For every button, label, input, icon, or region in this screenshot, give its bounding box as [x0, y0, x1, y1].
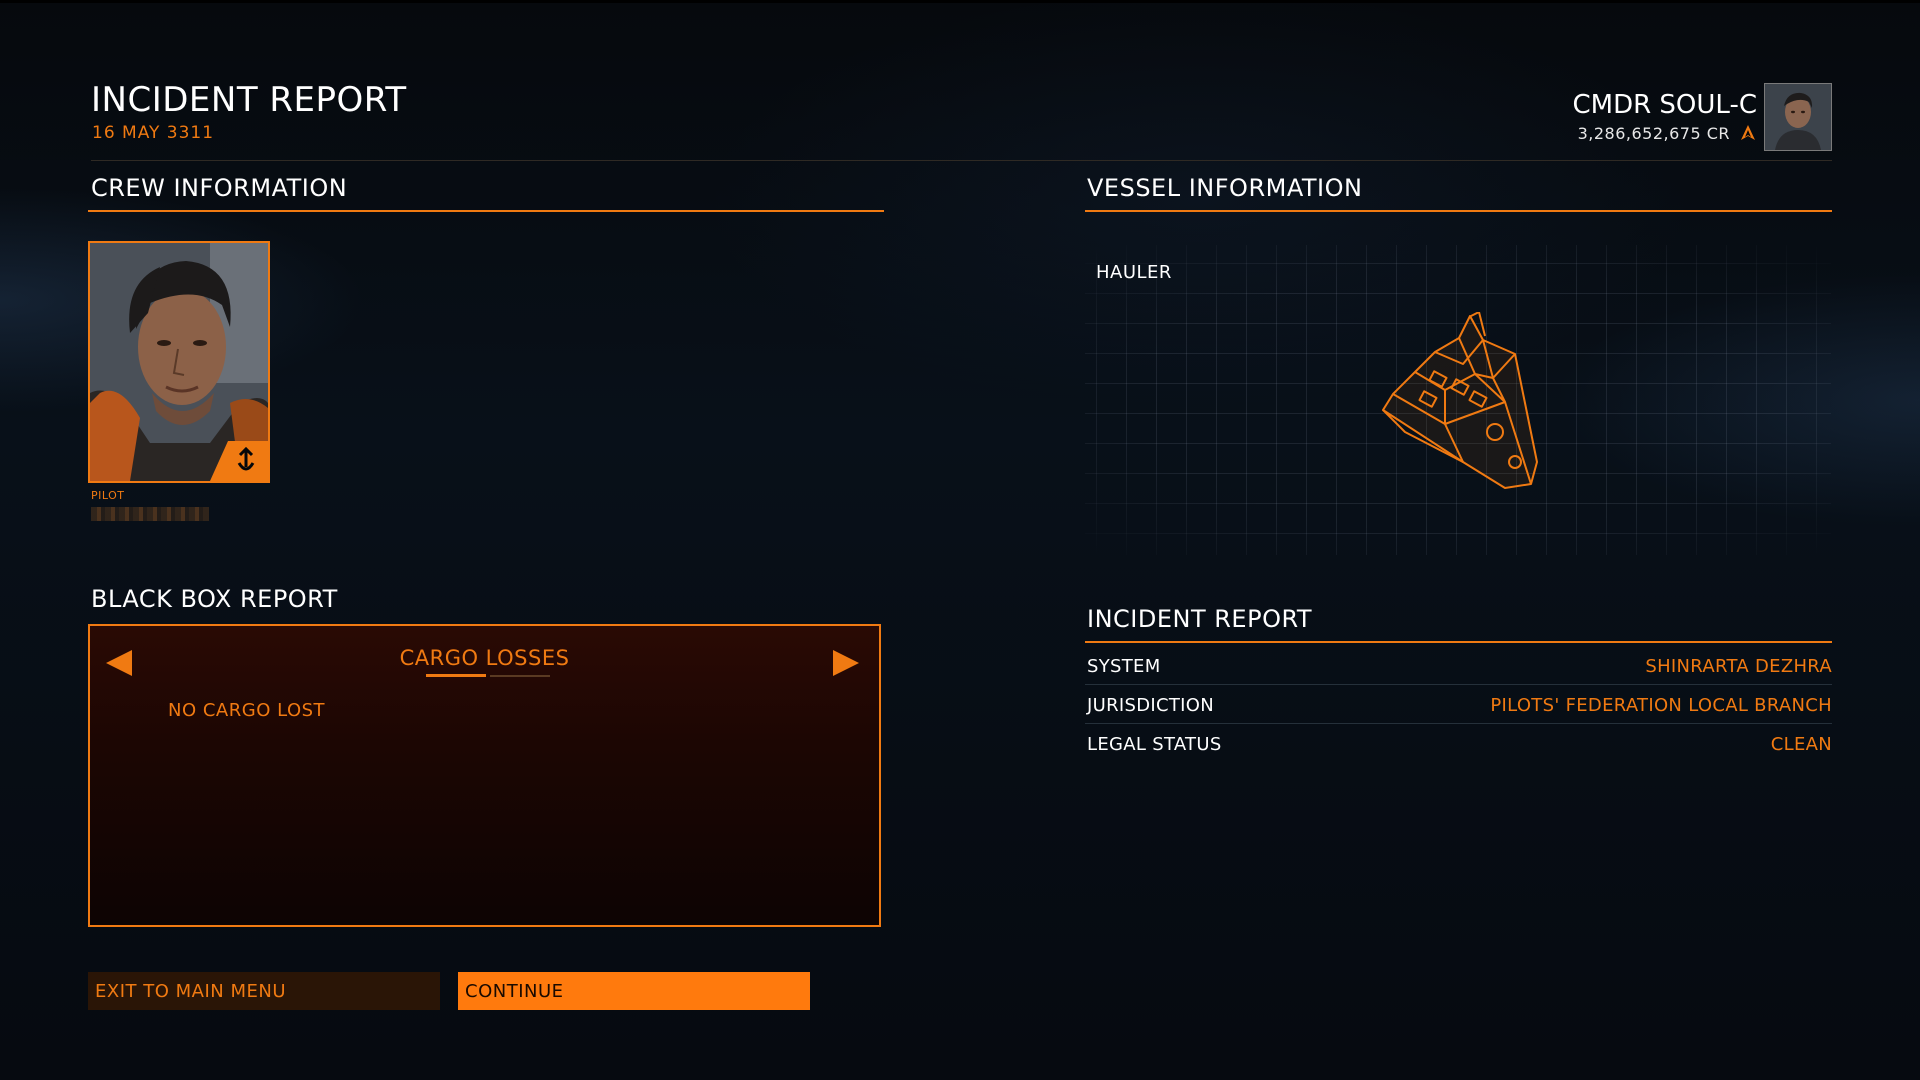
vessel-section-rule	[1085, 210, 1832, 212]
crew-section-title: CREW INFORMATION	[91, 174, 348, 202]
vessel-ship-name: HAULER	[1096, 262, 1172, 283]
incident-row-label: SYSTEM	[1087, 656, 1161, 677]
incident-row-system: SYSTEM SHINRARTA DEZHRA	[1085, 646, 1832, 685]
blackbox-section-title: BLACK BOX REPORT	[91, 585, 338, 613]
commander-credits: 3,286,652,675 CR	[1577, 124, 1730, 143]
blackbox-tab-title: CARGO LOSSES	[399, 646, 570, 670]
commander-name: CMDR SOUL-C	[1572, 90, 1757, 120]
continue-button[interactable]: CONTINUE	[458, 972, 810, 1010]
incident-row-value: CLEAN	[1770, 734, 1832, 755]
page-indicator-active[interactable]	[426, 674, 486, 677]
vessel-hologram-grid	[1085, 245, 1831, 555]
top-border	[0, 0, 1920, 3]
combat-rank-icon	[1741, 125, 1755, 140]
page-indicator-inactive[interactable]	[490, 675, 550, 677]
pilot-name-redacted	[91, 507, 209, 521]
incident-row-label: JURISDICTION	[1087, 695, 1214, 716]
header-divider	[91, 160, 1832, 161]
arrow-right-icon[interactable]	[833, 650, 859, 676]
pilot-portrait[interactable]	[88, 241, 270, 483]
exit-to-main-menu-button[interactable]: EXIT TO MAIN MENU	[88, 972, 440, 1010]
arrow-left-icon[interactable]	[106, 650, 132, 676]
pilot-role-label: PILOT	[91, 489, 125, 502]
incident-row-value: SHINRARTA DEZHRA	[1645, 656, 1832, 677]
pilot-portrait-image	[90, 243, 268, 481]
page-title: INCIDENT REPORT	[91, 80, 407, 120]
incident-row-value: PILOTS' FEDERATION LOCAL BRANCH	[1490, 695, 1832, 716]
avatar-portrait-icon	[1765, 84, 1831, 150]
incident-section-title: INCIDENT REPORT	[1087, 605, 1313, 633]
incident-row-legal-status: LEGAL STATUS CLEAN	[1085, 724, 1832, 762]
blackbox-empty-message: NO CARGO LOST	[168, 700, 326, 721]
vessel-section-title: VESSEL INFORMATION	[1087, 174, 1363, 202]
commander-avatar[interactable]	[1764, 83, 1832, 151]
incident-row-jurisdiction: JURISDICTION PILOTS' FEDERATION LOCAL BR…	[1085, 685, 1832, 724]
incident-section-rule	[1085, 641, 1832, 643]
incident-row-label: LEGAL STATUS	[1087, 734, 1222, 755]
hauler-ship-icon	[1382, 312, 1538, 489]
blackbox-panel: CARGO LOSSES NO CARGO LOST	[88, 624, 881, 927]
crew-section-rule	[88, 210, 884, 212]
pilot-rank-badge-icon	[210, 441, 268, 481]
page-date: 16 MAY 3311	[92, 123, 215, 143]
